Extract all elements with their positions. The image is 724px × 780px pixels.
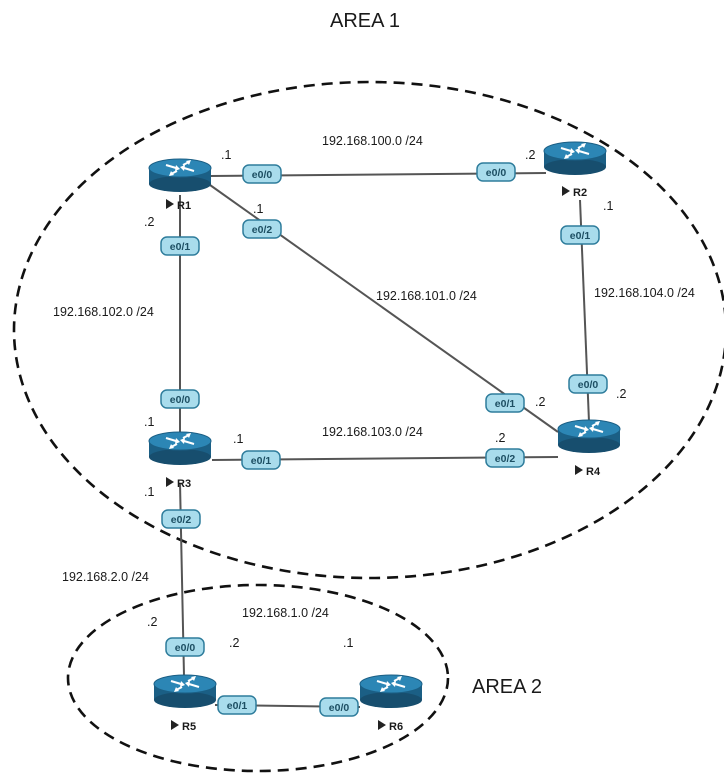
router-label: R2 (573, 187, 587, 199)
iface-r3-e0-1[interactable]: e0/1 (241, 450, 281, 470)
router-icon (557, 419, 621, 454)
iface-r4-e0-0[interactable]: e0/0 (568, 374, 608, 394)
iface-r2-e0-0[interactable]: e0/0 (476, 162, 516, 182)
iface-r4-e0-1[interactable]: e0/1 (485, 393, 525, 413)
subnet-label-r3-r5: 192.168.2.0 /24 (62, 570, 149, 584)
iface-label: e0/2 (252, 224, 273, 236)
iface-label: e0/1 (495, 398, 516, 410)
iface-r1-e0-0[interactable]: e0/0 (242, 164, 282, 184)
ip-r5-e0-0: .2 (147, 615, 157, 629)
router-r4[interactable]: R4 (557, 419, 621, 478)
iface-r4-e0-2[interactable]: e0/2 (485, 448, 525, 468)
subnet-label-r1-r4: 192.168.101.0 /24 (376, 289, 477, 303)
ip-r1-e0-1: .2 (144, 215, 154, 229)
iface-r3-e0-2[interactable]: e0/2 (161, 509, 201, 529)
iface-label: e0/1 (227, 700, 248, 712)
router-label: R6 (389, 721, 403, 733)
ip-r1-e0-2: .1 (253, 202, 263, 216)
iface-r3-e0-0[interactable]: e0/0 (160, 389, 200, 409)
subnet-label-r2-r4: 192.168.104.0 /24 (594, 286, 695, 300)
router-label: R3 (177, 478, 191, 490)
router-icon (153, 674, 217, 709)
iface-r1-e0-1[interactable]: e0/1 (160, 236, 200, 256)
ip-r3-e0-0: .1 (144, 415, 154, 429)
ip-r4-e0-1: .2 (535, 395, 545, 409)
ip-r2-e0-0: .2 (525, 148, 535, 162)
area2-label: AREA 2 (472, 676, 542, 698)
play-icon (562, 186, 570, 196)
router-icon (359, 674, 423, 709)
iface-r1-e0-2[interactable]: e0/2 (242, 219, 282, 239)
iface-label: e0/1 (170, 241, 191, 253)
router-label: R4 (586, 466, 601, 478)
ip-r3-e0-1: .1 (233, 432, 243, 446)
play-icon (166, 477, 174, 487)
router-icon (148, 431, 212, 466)
iface-label: e0/0 (329, 702, 350, 714)
ip-r4-e0-0: .2 (616, 387, 626, 401)
iface-label: e0/2 (171, 514, 192, 526)
iface-label: e0/2 (495, 453, 516, 465)
router-label: R5 (182, 721, 196, 733)
iface-r5-e0-0[interactable]: e0/0 (165, 637, 205, 657)
play-icon (166, 199, 174, 209)
area1-label: AREA 1 (330, 10, 400, 32)
ip-r6-e0-0: .1 (343, 636, 353, 650)
area1-boundary (12, 80, 724, 580)
subnet-label-r5-r6: 192.168.1.0 /24 (242, 606, 329, 620)
router-icon (148, 158, 212, 193)
router-r5[interactable]: R5 (153, 674, 217, 733)
iface-label: e0/1 (570, 230, 591, 242)
subnet-label-r1-r2: 192.168.100.0 /24 (322, 134, 423, 148)
iface-label: e0/0 (170, 394, 191, 406)
iface-label: e0/0 (252, 169, 273, 181)
area2-boundary (66, 583, 450, 773)
router-r3[interactable]: R3 (148, 431, 212, 490)
ip-r5-e0-1: .2 (229, 636, 239, 650)
iface-label: e0/1 (251, 455, 272, 467)
iface-badges: e0/0 e0/0 e0/2 e0/1 e0/1 e0/0 e0/1 e0/2 (160, 162, 608, 717)
ip-r3-e0-2: .1 (144, 485, 154, 499)
play-icon (575, 465, 583, 475)
router-r6[interactable]: R6 (359, 674, 423, 733)
ip-r4-e0-2: .2 (495, 431, 505, 445)
router-r2[interactable]: R2 (543, 141, 607, 199)
router-label: R1 (177, 200, 191, 212)
iface-label: e0/0 (175, 642, 196, 654)
subnet-label-r1-r3: 192.168.102.0 /24 (53, 305, 154, 319)
subnet-label-r3-r4: 192.168.103.0 /24 (322, 425, 423, 439)
router-r1[interactable]: R1 (148, 158, 212, 212)
iface-label: e0/0 (578, 379, 599, 391)
play-icon (171, 720, 179, 730)
ip-r1-e0-0: .1 (221, 148, 231, 162)
play-icon (378, 720, 386, 730)
iface-r5-e0-1[interactable]: e0/1 (217, 695, 257, 715)
ip-r2-e0-1: .1 (603, 199, 613, 213)
iface-r6-e0-0[interactable]: e0/0 (319, 697, 359, 717)
iface-label: e0/0 (486, 167, 507, 179)
router-icon (543, 141, 607, 176)
iface-r2-e0-1[interactable]: e0/1 (560, 225, 600, 245)
